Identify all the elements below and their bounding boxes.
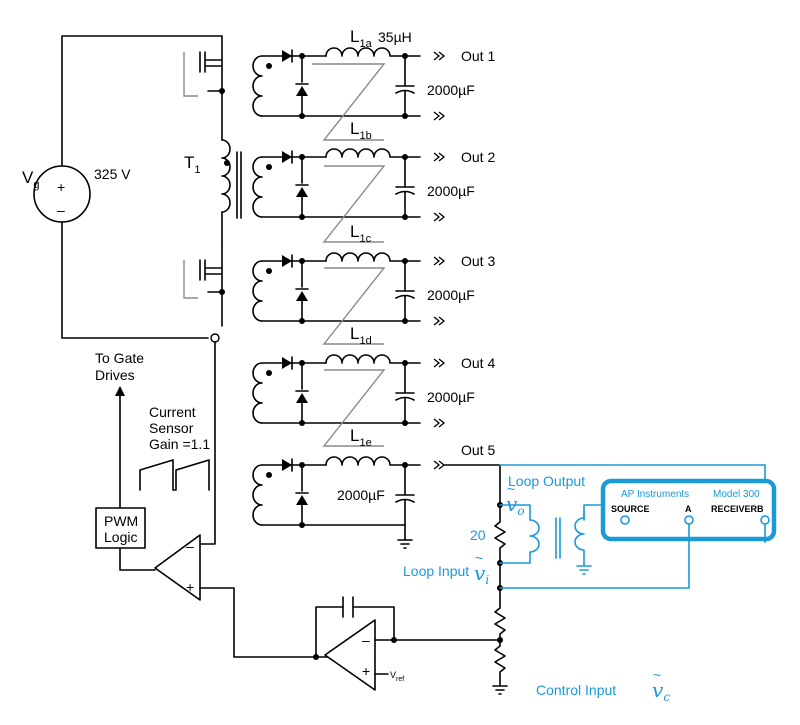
vi-symbol: vi [474, 561, 489, 587]
top-mosfet-switch [183, 35, 225, 97]
coupled-inductor-core [312, 63, 386, 447]
svg-text:+: + [362, 663, 370, 679]
source-label: Vg [22, 168, 39, 191]
pwm-comparator: – + [154, 534, 331, 658]
analyzer-a-terminal[interactable] [684, 515, 694, 525]
svg-text:–: – [186, 538, 194, 554]
input-voltage-source: + – Vg 325 V [22, 35, 223, 339]
capacitor-value-4: 2000µF [427, 389, 475, 405]
inductor-value-1a: 35µH [378, 29, 412, 45]
svg-text:Sensor: Sensor [149, 420, 194, 436]
gate-drives-label: To Gate [95, 350, 144, 366]
current-sense-node [210, 333, 220, 343]
vref-label: Vref [390, 670, 404, 683]
current-waveform [139, 459, 210, 491]
loop-output-label: Loop Output [508, 473, 585, 489]
error-amplifier: – + Vref [313, 596, 501, 691]
receiver-a-wire [499, 537, 690, 589]
capacitor-value-3: 2000µF [427, 287, 475, 303]
inductor-label-1a: L1a [350, 27, 373, 50]
svg-text:Logic: Logic [104, 529, 137, 545]
pwm-logic-block: PWM Logic [95, 507, 156, 571]
inductor-label-1c: L1c [350, 222, 372, 245]
inductor-label-1e: L1e [350, 426, 372, 449]
output-stage-1 [252, 47, 445, 121]
inductor-label-1d: L1d [350, 324, 372, 347]
svg-text:+: + [186, 579, 194, 595]
source-plus-sign: + [57, 179, 65, 195]
bottom-mosfet-switch [183, 245, 225, 327]
current-sensor-label: Current Sensor Gain =1.1 [149, 404, 210, 452]
output-label-3: Out 3 [461, 253, 495, 269]
source-voltage-label: 325 V [94, 166, 131, 182]
analyzer-b-terminal[interactable] [760, 515, 770, 525]
control-input-label: Control Input [536, 682, 616, 698]
vo-symbol: vo [506, 492, 525, 518]
vc-symbol: vc [652, 678, 670, 704]
analyzer-source-terminal[interactable] [620, 515, 630, 525]
svg-text:Current: Current [149, 404, 196, 420]
capacitor-value-1: 2000µF [427, 82, 475, 98]
inductor-label-1b: L1b [350, 119, 372, 142]
output-label-5: Out 5 [461, 442, 495, 458]
output-label-1: Out 1 [461, 48, 495, 64]
svg-text:–: – [362, 632, 370, 648]
vi-tilde: ~ [475, 550, 483, 566]
output-label-4: Out 4 [461, 355, 495, 371]
output-stage-3 [252, 252, 445, 326]
analyzer-a-label: A [685, 504, 692, 514]
capacitor-value-5: 2000µF [337, 487, 385, 503]
loop-input-label: Loop Input [403, 563, 469, 579]
svg-text:Gain =1.1: Gain =1.1 [149, 436, 210, 452]
vo-tilde: ~ [507, 481, 515, 497]
injection-resistor-value: 20 [470, 527, 486, 543]
feedback-divider [492, 587, 508, 695]
network-analyzer: AP Instruments Model 300 SOURCE A RECEIV… [600, 478, 777, 543]
injection-resistor: 20 [470, 479, 506, 591]
transformer-primary: T1 [184, 93, 242, 247]
output-stage-4 [252, 354, 445, 428]
analyzer-model: Model 300 [713, 489, 760, 500]
analyzer-source-label: SOURCE [611, 504, 650, 514]
capacitor-value-2: 2000µF [427, 183, 475, 199]
svg-text:PWM: PWM [104, 513, 138, 529]
gate-drives-label-2: Drives [95, 367, 135, 383]
analyzer-b-label: B [757, 504, 764, 514]
analyzer-receiver-label: RECEIVER [711, 504, 758, 514]
analyzer-brand: AP Instruments [621, 489, 689, 500]
transformer-label: T1 [184, 153, 201, 176]
vc-tilde: ~ [653, 667, 661, 683]
source-minus-sign: – [57, 202, 65, 218]
gate-drive-arrow: To Gate Drives [95, 350, 144, 509]
output-label-2: Out 2 [461, 149, 495, 165]
current-sense-wire [199, 341, 216, 545]
output-stage-2 [252, 148, 445, 222]
